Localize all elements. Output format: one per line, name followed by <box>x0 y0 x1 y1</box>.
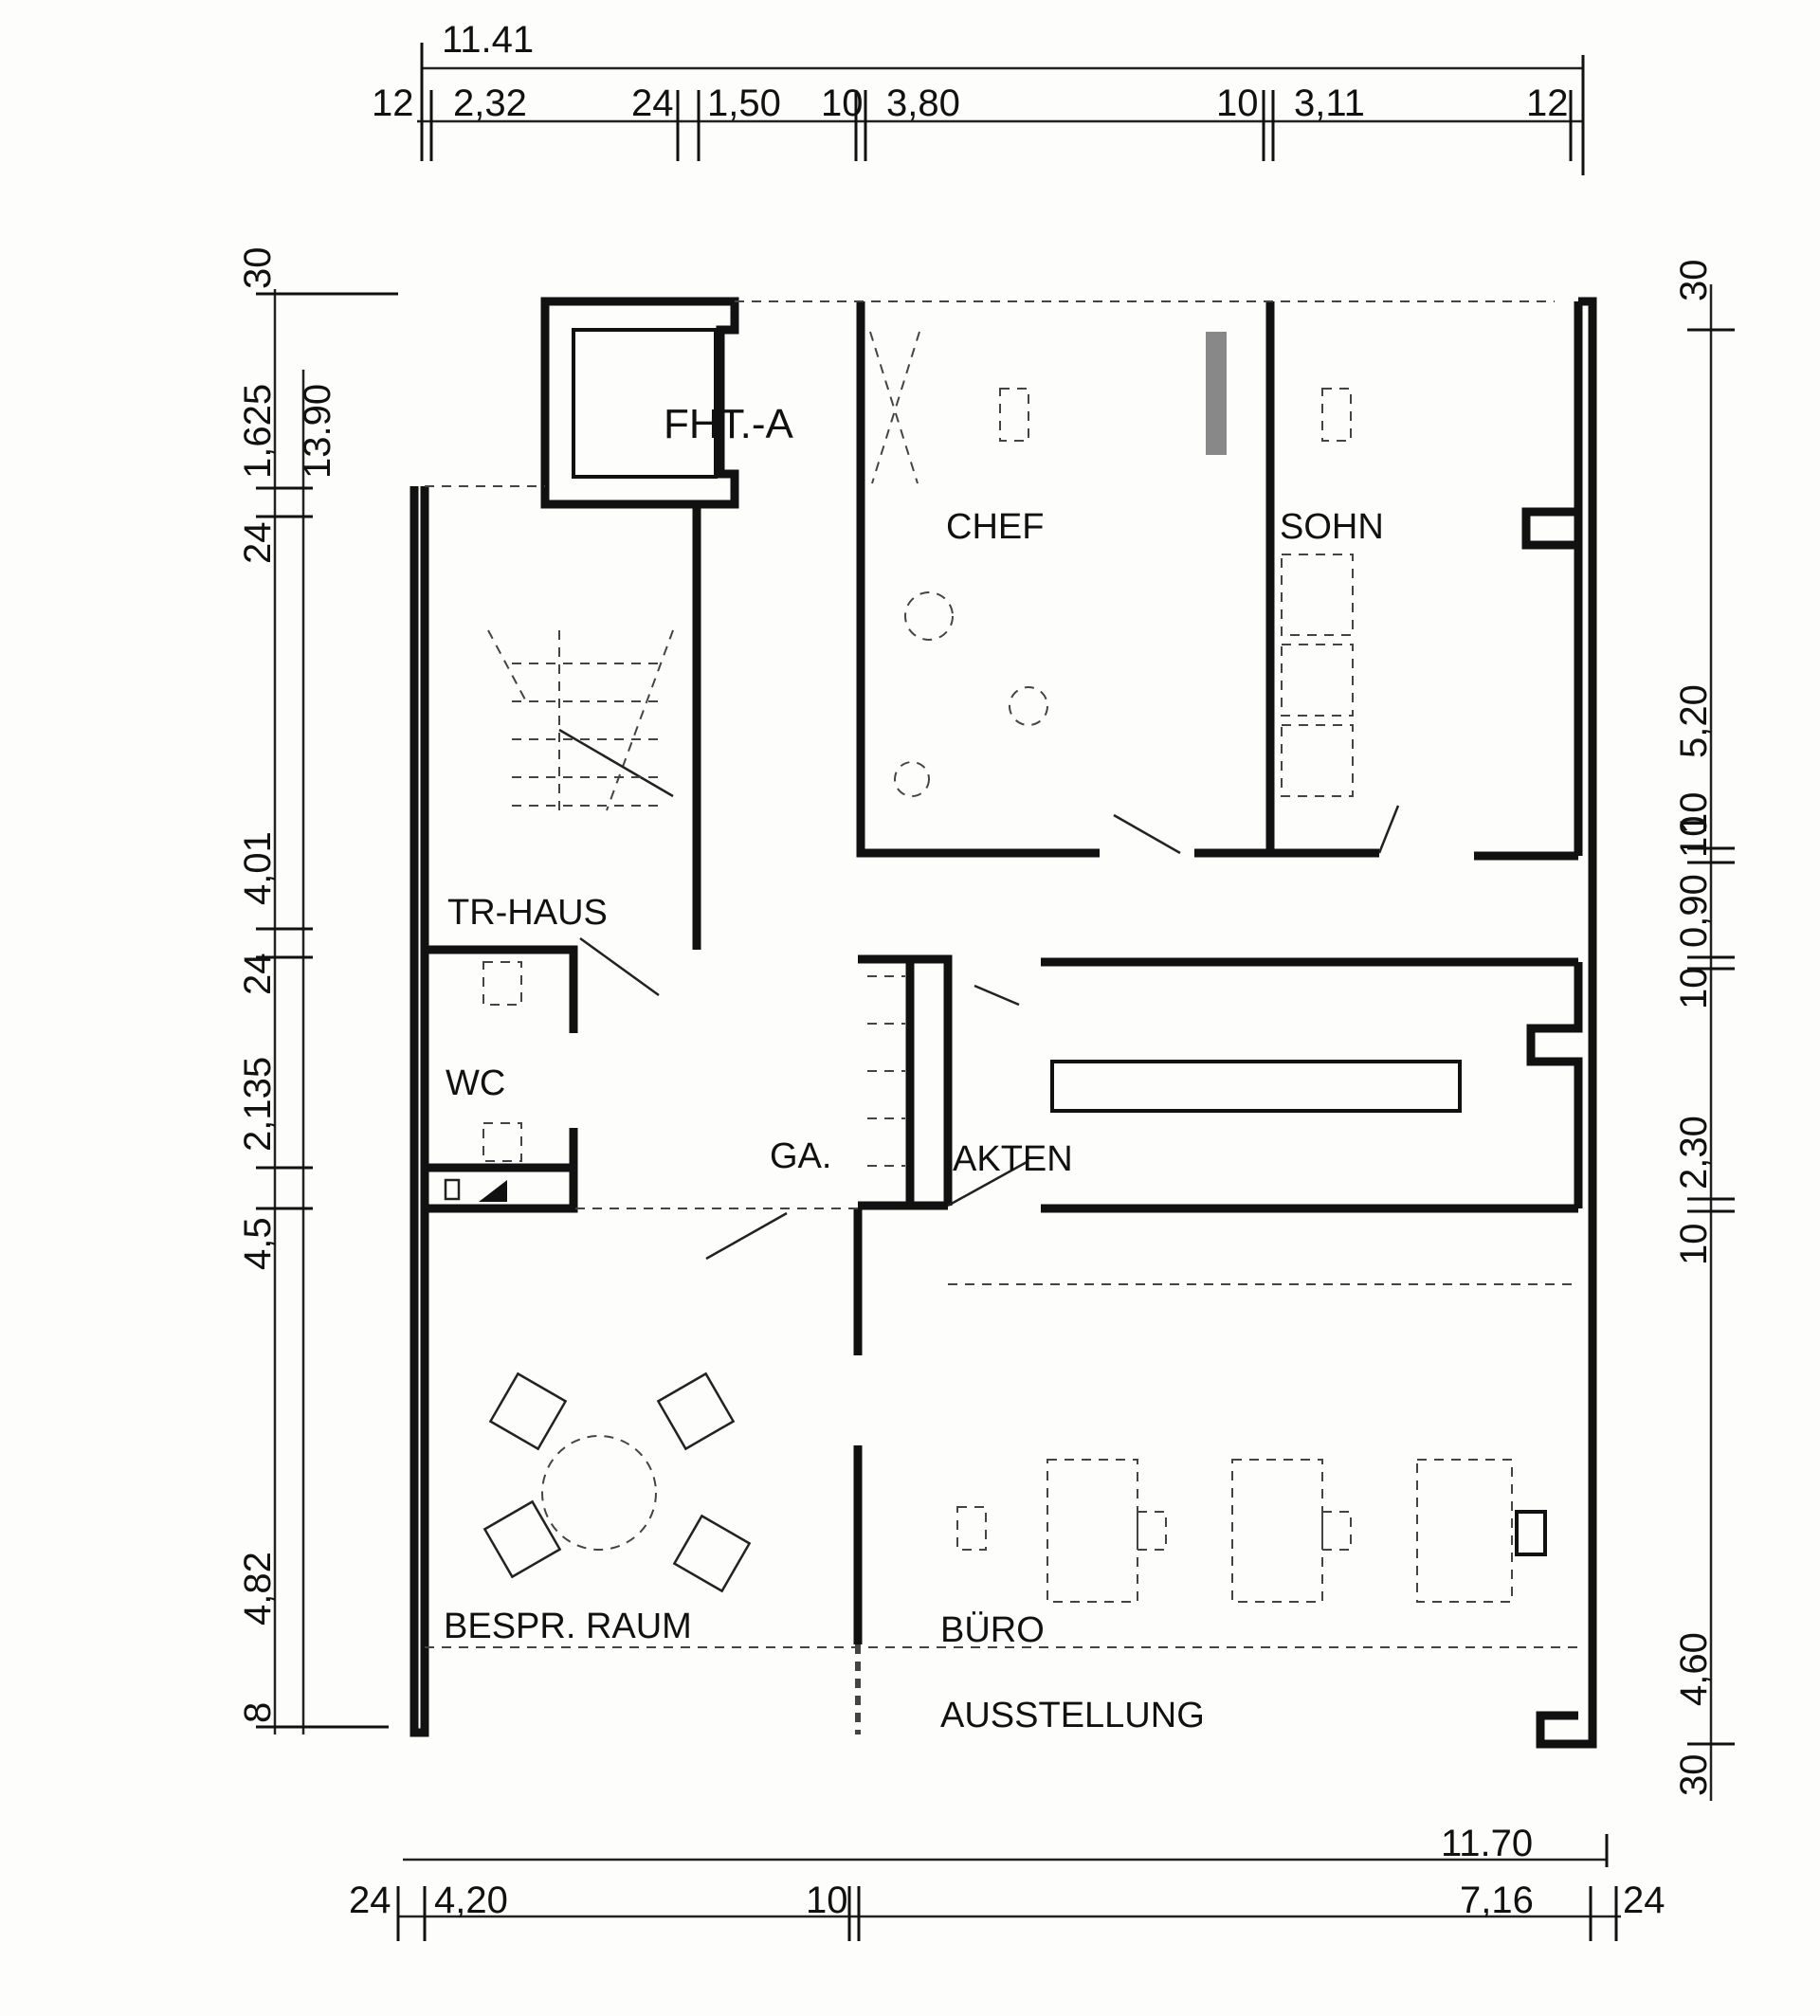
dim-top-segment: 3,11 <box>1294 82 1365 124</box>
dim-bottom-segment: 7,16 <box>1460 1880 1534 1921</box>
dim-right-segment: 30 <box>1673 1754 1715 1797</box>
dim-left-segment: 1,625 <box>237 384 279 479</box>
dim-right-segment: 30 <box>1673 260 1715 302</box>
room-label-chef: CHEF <box>946 507 1044 547</box>
dim-left-overall: 13.90 <box>297 384 338 479</box>
dim-left-segment: 2,135 <box>237 1057 279 1152</box>
dim-bottom-segment: 10 <box>806 1880 848 1921</box>
dim-bottom-segment: 4,20 <box>434 1880 508 1921</box>
dim-top-segment: 10 <box>1216 82 1259 124</box>
dim-left-segment: 24 <box>237 954 279 996</box>
office-desks <box>956 1459 1547 1603</box>
room-label-wc: WC <box>446 1063 505 1103</box>
dim-right-segment: 10 <box>1673 968 1715 1010</box>
dim-left-segment: 4,5 <box>237 1217 279 1270</box>
cabinet <box>1206 332 1227 455</box>
dim-right-segment: 10 <box>1673 792 1715 835</box>
meeting-furniture <box>482 1371 752 1593</box>
dim-left-segment: 8 <box>237 1702 279 1723</box>
room-label-buero: BÜRO <box>940 1610 1045 1650</box>
dim-right-segment: 10 <box>1673 1224 1715 1266</box>
door-swings <box>579 805 1400 1261</box>
furniture <box>444 331 1547 1603</box>
dim-left-segment: 30 <box>237 247 279 290</box>
dim-left-segment: 4,01 <box>237 831 279 905</box>
dim-left-segment: 4,82 <box>237 1552 279 1626</box>
dim-top-segment: 3,80 <box>886 82 960 124</box>
room-label-besprechung: BESPR. RAUM <box>444 1607 692 1646</box>
dim-top-segment: 2,32 <box>453 82 527 124</box>
top-dimension-chain: 11.41 12 2,32 24 1,50 10 3,80 10 3,11 12 <box>372 19 1585 175</box>
room-label-aufzug: FHT.-A <box>664 401 794 447</box>
dim-left-segment: 24 <box>237 522 279 565</box>
walls <box>410 297 1597 1749</box>
dim-top-overall: 11.41 <box>442 19 534 61</box>
dim-top-segment: 10 <box>821 82 864 124</box>
dim-bottom-segment: 24 <box>349 1880 391 1921</box>
room-label-sohn: SOHN <box>1280 507 1384 547</box>
dim-top-segment: 24 <box>631 82 674 124</box>
dim-right-segment: 2,30 <box>1673 1116 1715 1190</box>
dim-right-segment: 0,90 <box>1673 874 1715 948</box>
room-label-garderobe: GA. <box>770 1136 831 1176</box>
dim-top-segment: 12 <box>372 82 414 124</box>
bottom-dimension-chain: 11.70 24 4,20 10 7,16 24 <box>349 1823 1665 1941</box>
dim-bottom-overall: 11.70 <box>1441 1823 1533 1864</box>
room-label-treppenhaus: TR-HAUS <box>447 893 608 933</box>
chef-furniture <box>869 331 1227 797</box>
dim-right-segment: 5,20 <box>1673 684 1715 758</box>
dim-top-segment: 1,50 <box>707 82 781 124</box>
wc-fixtures <box>444 961 522 1202</box>
room-labels: CHEF SOHN TR-HAUS WC GA. AKTEN BESPR. RA… <box>444 401 1384 1735</box>
dim-right-segment: 4,60 <box>1673 1632 1715 1706</box>
sohn-furniture <box>1281 388 1354 797</box>
room-label-akten: AKTEN <box>953 1139 1073 1179</box>
staircase <box>487 629 674 811</box>
dim-top-segment: 12 <box>1526 82 1569 124</box>
akten-shelves <box>867 975 1462 1167</box>
room-label-ausstellung: AUSSTELLUNG <box>940 1696 1205 1735</box>
left-dimension-chain: 13.90 30 1,625 24 4,01 24 2,135 4,5 4,82… <box>237 247 398 1734</box>
dim-right-segment: 10 <box>1673 816 1715 859</box>
dim-bottom-segment: 24 <box>1623 1880 1665 1921</box>
right-dimension-chain: 30 5,20 10 0,90 10 10 2,30 10 4,60 30 <box>1673 260 1735 1801</box>
